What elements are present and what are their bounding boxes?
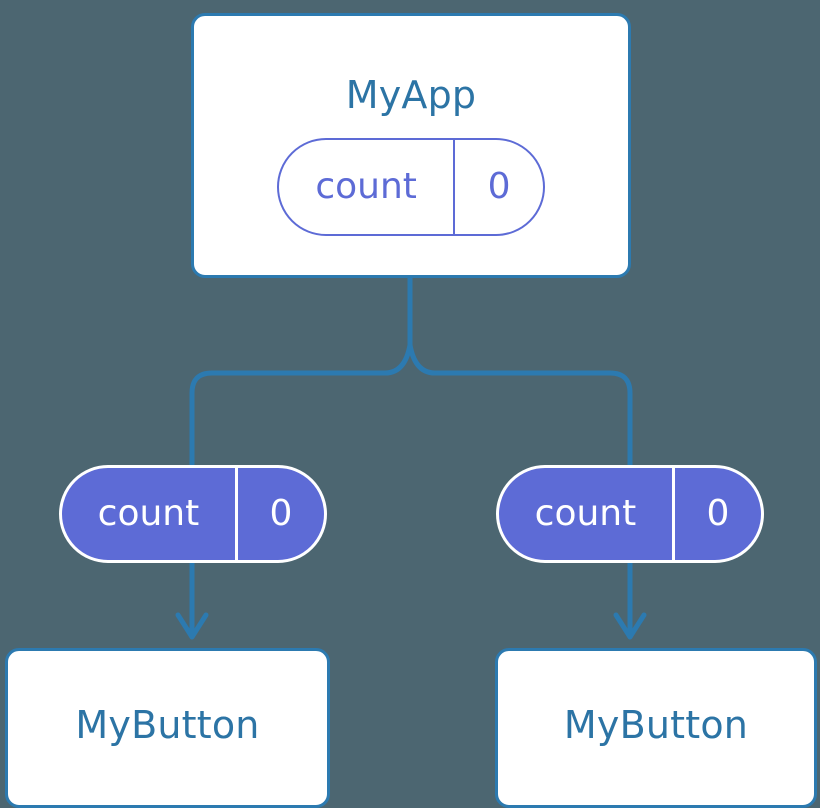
component-card-mybutton-right[interactable]: MyButton [495, 648, 817, 808]
state-pill-value: 0 [453, 140, 543, 234]
component-state-diagram: MyApp count 0 count 0 count 0 MyButton M… [5, 13, 817, 808]
prop-pill-left[interactable]: count 0 [59, 465, 327, 563]
prop-pill-key: count [534, 493, 637, 534]
prop-pill-value: 0 [671, 468, 761, 560]
state-pill-myapp[interactable]: count 0 [277, 138, 545, 236]
fork-connector [189, 342, 633, 468]
component-title-mybutton: MyButton [563, 703, 749, 747]
prop-pill-key: count [97, 493, 200, 534]
component-card-myapp[interactable]: MyApp count 0 [191, 13, 631, 278]
component-card-mybutton-left[interactable]: MyButton [5, 648, 330, 808]
component-title-myapp: MyApp [345, 73, 477, 117]
prop-pill-right[interactable]: count 0 [496, 465, 764, 563]
component-title-mybutton: MyButton [75, 703, 260, 747]
right-prop-arrowhead [613, 612, 647, 640]
prop-pill-value: 0 [234, 468, 324, 560]
state-pill-key: count [315, 166, 417, 207]
left-prop-arrowhead [175, 612, 209, 640]
